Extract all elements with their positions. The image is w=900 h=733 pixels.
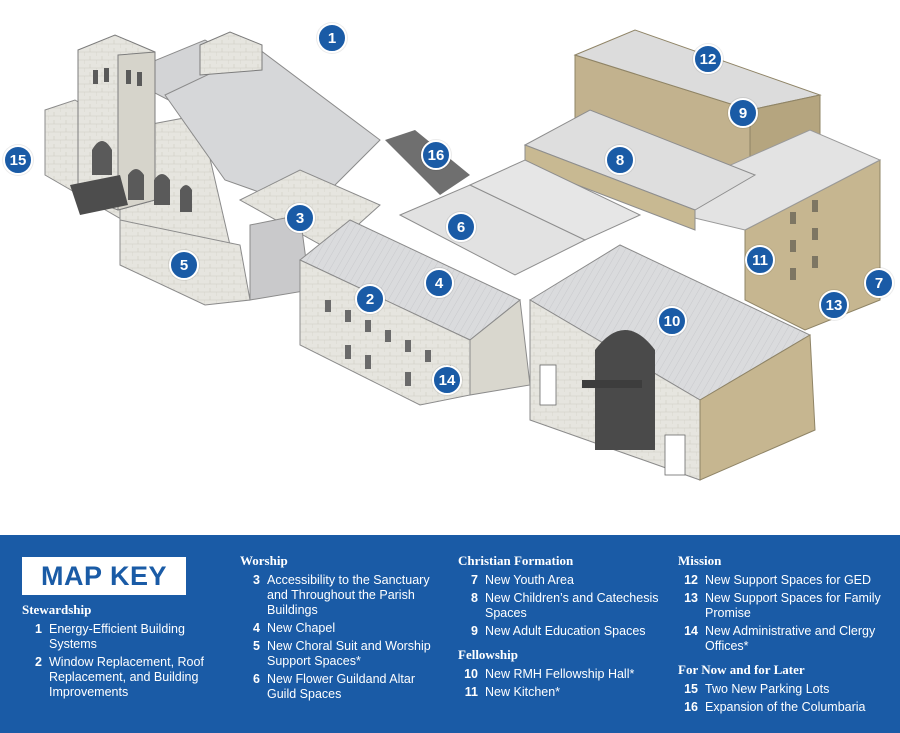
- marker-5-label: 5: [179, 256, 189, 274]
- key-item-text: New Support Spaces for GED: [705, 573, 872, 587]
- key-item: 6 New Flower Guildand Altar Guild Spaces: [240, 672, 440, 702]
- key-item-text: New RMH Fellowship Hall*: [485, 667, 635, 681]
- marker-15: 15: [3, 145, 33, 175]
- key-item-number: 3: [253, 573, 260, 587]
- key-item-text: New Support Spaces for Family Promise: [705, 591, 881, 620]
- key-item: 5 New Choral Suit and Worship Support Spa…: [240, 639, 440, 669]
- key-item-number: 13: [684, 591, 698, 605]
- key-item: 14 New Administrative and Clergy Offices*: [678, 624, 888, 654]
- key-item-text: Energy-Efficient Building Systems: [49, 622, 185, 651]
- marker-9: 9: [728, 98, 758, 128]
- for-now-heading: For Now and for Later: [678, 662, 805, 677]
- marker-13: 13: [819, 290, 849, 320]
- map-key-panel: MAP KEY Stewardship 1 Energy-Efficient Bu…: [0, 535, 900, 733]
- key-item-text: New Youth Area: [485, 573, 574, 587]
- christian-formation-heading: Christian Formation: [458, 553, 574, 568]
- key-item-text: New Children’s and Catechesis Spaces: [485, 591, 659, 620]
- key-item-number: 2: [35, 655, 42, 669]
- marker-16: 16: [421, 140, 451, 170]
- key-item: 10 New RMH Fellowship Hall*: [458, 667, 663, 682]
- marker-13-label: 13: [825, 296, 843, 314]
- marker-1-label: 1: [327, 29, 337, 47]
- marker-9-label: 9: [738, 104, 748, 122]
- marker-5: 5: [169, 250, 199, 280]
- key-item-text: Accessibility to the Sanctuary and Throu…: [267, 573, 430, 617]
- key-item: 11 New Kitchen*: [458, 685, 663, 700]
- key-item-number: 9: [471, 624, 478, 638]
- key-item-number: 7: [471, 573, 478, 587]
- marker-12: 12: [693, 44, 723, 74]
- key-item-text: New Choral Suit and Worship Support Spac…: [267, 639, 431, 668]
- key-item-number: 11: [464, 685, 478, 699]
- key-item: 13 New Support Spaces for Family Promise: [678, 591, 888, 621]
- key-item-number: 6: [253, 672, 260, 686]
- marker-11-label: 11: [752, 251, 768, 269]
- fellowship-heading: Fellowship: [458, 647, 518, 662]
- key-item-number: 15: [684, 682, 698, 696]
- marker-3-label: 3: [295, 209, 305, 227]
- key-item-text: New Flower Guildand Altar Guild Spaces: [267, 672, 415, 701]
- key-item-number: 8: [471, 591, 478, 605]
- key-item: 12 New Support Spaces for GED: [678, 573, 888, 588]
- key-item: 2 Window Replacement, Roof Replacement, a…: [22, 655, 222, 700]
- key-item: 15 Two New Parking Lots: [678, 682, 888, 697]
- marker-2: 2: [355, 284, 385, 314]
- marker-16-label: 16: [427, 146, 445, 164]
- marker-1: 1: [317, 23, 347, 53]
- key-item-text: New Administrative and Clergy Offices*: [705, 624, 876, 653]
- key-item-text: New Adult Education Spaces: [485, 624, 646, 638]
- childrens-spaces-building: [523, 109, 757, 231]
- key-item: 16 Expansion of the Columbaria: [678, 700, 888, 715]
- key-item-number: 4: [253, 621, 260, 635]
- key-item: 4 New Chapel: [240, 621, 440, 636]
- key-item-number: 5: [253, 639, 260, 653]
- marker-2-label: 2: [365, 290, 375, 308]
- key-item-number: 1: [35, 622, 42, 636]
- key-item: 3 Accessibility to the Sanctuary and Thro…: [240, 573, 440, 618]
- church-sanctuary: [44, 31, 381, 286]
- key-item-text: New Kitchen*: [485, 685, 561, 699]
- marker-6: 6: [446, 212, 476, 242]
- key-item: 7 New Youth Area: [458, 573, 663, 588]
- stewardship-section: Stewardship 1 Energy-Efficient Building S…: [22, 602, 222, 703]
- marker-4-label: 4: [434, 274, 444, 292]
- marker-14: 14: [432, 365, 462, 395]
- marker-8: 8: [605, 145, 635, 175]
- marker-3: 3: [285, 203, 315, 233]
- marker-10-label: 10: [663, 312, 681, 330]
- marker-7: 7: [864, 268, 894, 298]
- worship-heading: Worship: [240, 553, 288, 568]
- key-item: 8 New Children’s and Catechesis Spaces: [458, 591, 663, 621]
- building-illustration: [44, 29, 882, 481]
- key-item-number: 14: [684, 624, 698, 638]
- key-item: 1 Energy-Efficient Building Systems: [22, 622, 222, 652]
- marker-10: 10: [657, 306, 687, 336]
- worship-section: Worship 3 Accessibility to the Sanctuary …: [240, 553, 440, 705]
- marker-6-label: 6: [456, 218, 466, 236]
- key-item-number: 10: [464, 667, 478, 681]
- key-item-text: New Chapel: [267, 621, 336, 635]
- marker-4: 4: [424, 268, 454, 298]
- key-item-number: 16: [684, 700, 698, 714]
- marker-8-label: 8: [615, 151, 625, 169]
- stewardship-heading: Stewardship: [22, 602, 92, 617]
- key-item-text: Window Replacement, Roof Replacement, an…: [49, 655, 204, 699]
- marker-12-label: 12: [699, 50, 717, 68]
- map-key-title: MAP KEY: [22, 557, 186, 595]
- marker-7-label: 7: [874, 274, 884, 292]
- key-item-number: 12: [684, 573, 698, 587]
- key-item-text: Expansion of the Columbaria: [705, 700, 866, 714]
- office-wing: [299, 219, 531, 406]
- marker-14-label: 14: [438, 371, 456, 389]
- mission-heading: Mission: [678, 553, 722, 568]
- key-item-text: Two New Parking Lots: [705, 682, 830, 696]
- marker-15-label: 15: [9, 151, 27, 169]
- marker-11: 11: [745, 245, 775, 275]
- key-item: 9 New Adult Education Spaces: [458, 624, 663, 639]
